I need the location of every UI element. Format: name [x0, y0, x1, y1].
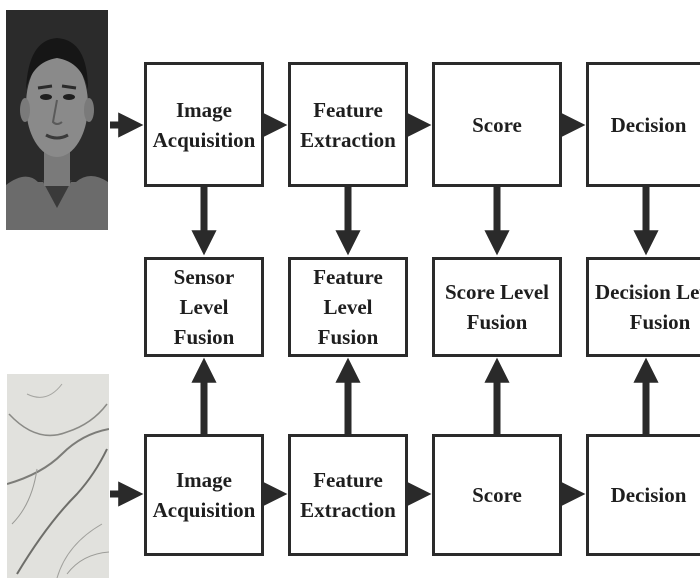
- label-line: Extraction: [300, 127, 396, 152]
- label-line: Acquisition: [152, 498, 256, 522]
- label-line: Sensor Level: [173, 265, 235, 319]
- label-line: Decision: [610, 483, 687, 507]
- label-line: Feature: [313, 97, 383, 122]
- label-line: Score: [472, 112, 522, 137]
- label-line: Score Level: [445, 280, 549, 304]
- label-line: Decision Level: [595, 280, 700, 304]
- palmprint-image: [7, 374, 109, 578]
- bottom-decision-box: Decision: [586, 434, 700, 556]
- face-image: [6, 10, 108, 230]
- label-line: Extraction: [300, 498, 396, 522]
- label-line: Fusion: [629, 310, 691, 334]
- label-line: Decision: [610, 112, 687, 137]
- label-line: Image: [175, 97, 232, 122]
- top-decision-box: Decision: [586, 62, 700, 187]
- label-line: Fusion: [173, 325, 235, 349]
- top-score-box: Score: [432, 62, 562, 187]
- label-line: Fusion: [317, 325, 379, 349]
- label-line: Image: [175, 468, 232, 492]
- bottom-score-box: Score: [432, 434, 562, 556]
- label-line: Feature: [313, 468, 383, 492]
- label-line: Feature Level: [313, 265, 383, 319]
- label-line: Acquisition: [152, 127, 256, 152]
- label-line: Score: [472, 483, 522, 507]
- label-line: Fusion: [466, 310, 528, 334]
